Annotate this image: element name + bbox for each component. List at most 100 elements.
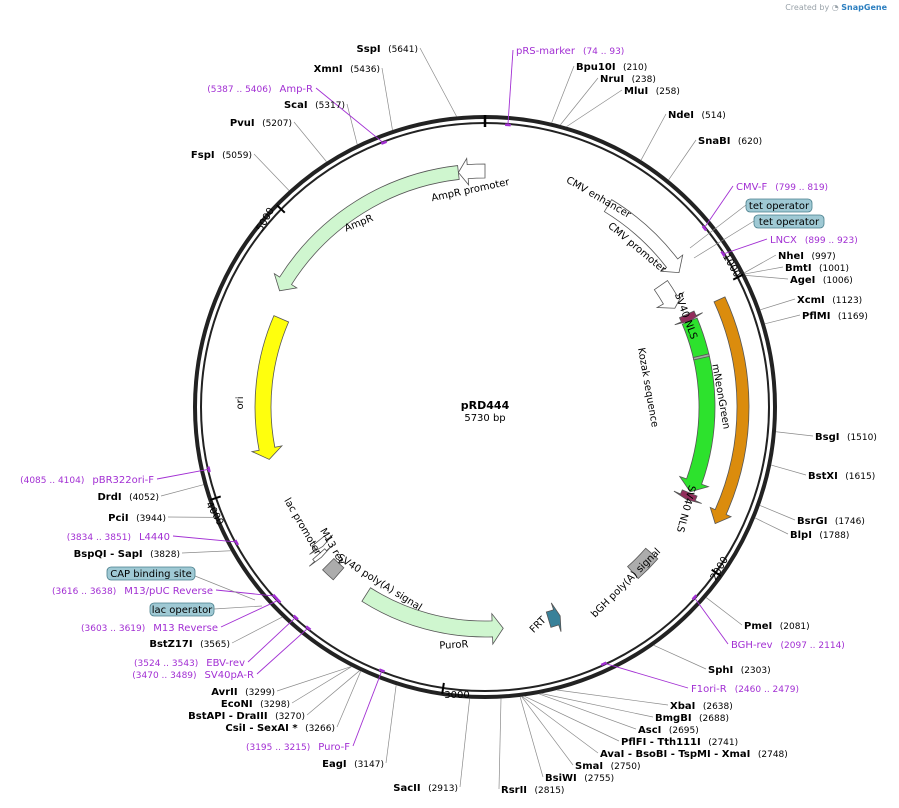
- enzyme-label-bspqi-sapi[interactable]: BspQI - SapI (3828): [74, 549, 180, 560]
- site-box-tet-operator[interactable]: [753, 214, 825, 229]
- enzyme-leader: [276, 666, 352, 692]
- primer-label-m13-reverse[interactable]: (3603 .. 3619)M13 Reverse: [81, 623, 218, 634]
- feature-bgh-poly-a-signal[interactable]: [627, 547, 659, 580]
- feature-ampr-promoter[interactable]: [457, 157, 486, 187]
- primer-label-puro-f[interactable]: (3195 .. 3215)Puro-F: [246, 742, 350, 753]
- enzyme-label-pflfi-tth111i[interactable]: PflFI - Tth111I (2741): [621, 737, 738, 748]
- feature-frt[interactable]: [545, 602, 562, 632]
- enzyme-leader: [541, 693, 654, 718]
- enzyme-label-xbai[interactable]: XbaI (2638): [670, 701, 733, 712]
- enzyme-leader: [306, 670, 360, 716]
- enzyme-label-avai-bsobi-tspmi-xmai[interactable]: AvaI - BsoBI - TspMI - XmaI (2748): [600, 749, 788, 760]
- primer-label-f1ori-r[interactable]: F1ori-R(2460 .. 2479): [691, 684, 799, 695]
- feature-lncx[interactable]: [709, 296, 750, 525]
- enzyme-label-bstxi[interactable]: BstXI (1615): [808, 471, 875, 482]
- enzyme-label-agei[interactable]: AgeI (1006): [790, 275, 853, 286]
- enzyme-label-blpi[interactable]: BlpI (1788): [790, 530, 849, 541]
- feature-m13-rev[interactable]: [308, 545, 333, 567]
- enzyme-leader: [291, 666, 352, 704]
- enzyme-label-bstapi-draiii[interactable]: BstAPI - DraIII (3270): [188, 711, 305, 722]
- ruler-label: 3000: [444, 690, 469, 701]
- box-leader: [689, 204, 747, 249]
- feature-mneongreen[interactable]: [678, 317, 716, 493]
- enzyme-leader: [524, 695, 620, 742]
- enzyme-label-smai[interactable]: SmaI (2750): [575, 761, 641, 772]
- feature-label-frt: FRT: [528, 614, 549, 635]
- site-box-tet-operator[interactable]: [745, 198, 813, 213]
- enzyme-label-bpu10i[interactable]: Bpu10I (210): [576, 62, 647, 73]
- enzyme-label-mlui[interactable]: MluI (258): [624, 86, 680, 97]
- enzyme-label-bsgi[interactable]: BsgI (1510): [815, 432, 877, 443]
- site-box-cap-binding-site[interactable]: [106, 566, 196, 581]
- enzyme-leader: [744, 254, 777, 274]
- enzyme-label-nrui[interactable]: NruI (238): [600, 74, 656, 85]
- enzyme-label-xmni[interactable]: XmnI (5436): [314, 64, 380, 75]
- enzyme-label-bstz17i[interactable]: BstZ17I (3565): [149, 639, 230, 650]
- enzyme-label-bmgbi[interactable]: BmgBI (2688): [655, 713, 729, 724]
- feature-cmv-promoter[interactable]: [653, 280, 685, 309]
- primer-leader: [215, 589, 276, 597]
- enzyme-leader: [459, 698, 470, 788]
- primer-mark: [701, 225, 708, 232]
- primer-leader: [603, 662, 689, 689]
- feature-puror[interactable]: [361, 587, 504, 646]
- enzyme-label-sphi[interactable]: SphI (2303): [708, 665, 771, 676]
- primer-leader: [507, 49, 514, 126]
- enzyme-label-rsrii[interactable]: RsrII (2815): [501, 785, 564, 796]
- primer-mark: [234, 539, 240, 546]
- enzyme-label-sacii[interactable]: SacII (2913): [393, 783, 458, 794]
- feature-label-sv40-nls: SV40 NLS: [674, 484, 697, 534]
- primer-label-sv40pa-r[interactable]: (3470 .. 3489)SV40pA-R: [132, 670, 254, 681]
- primer-mark: [720, 250, 726, 257]
- enzyme-label-pcii[interactable]: PciI (3944): [108, 513, 166, 524]
- enzyme-label-asci[interactable]: AscI (2695): [638, 725, 699, 736]
- enzyme-leader: [759, 505, 796, 521]
- enzyme-label-avrii[interactable]: AvrII (3299): [211, 687, 275, 698]
- enzyme-label-pvui[interactable]: PvuI (5207): [230, 118, 292, 129]
- primer-label-l4440[interactable]: (3834 .. 3851)L4440: [67, 532, 170, 543]
- enzyme-label-sspi[interactable]: SspI (5641): [357, 44, 418, 55]
- enzyme-label-bsiwi[interactable]: BsiWI (2755): [545, 773, 614, 784]
- enzyme-label-pmei[interactable]: PmeI (2081): [744, 621, 810, 632]
- primer-leader: [352, 669, 383, 747]
- site-label-cap-binding-site: CAP binding site: [110, 569, 192, 580]
- enzyme-leader: [160, 484, 204, 497]
- leader-lines: [156, 47, 814, 790]
- enzyme-label-ndei[interactable]: NdeI (514): [668, 110, 726, 121]
- enzyme-label-econi[interactable]: EcoNI (3298): [221, 699, 290, 710]
- enzyme-label-csii-sexai[interactable]: CsiI - SexAI * (3266): [225, 723, 335, 734]
- enzyme-label-scai[interactable]: ScaI (5317): [284, 100, 345, 111]
- enzyme-label-nhei[interactable]: NheI (997): [778, 251, 836, 262]
- primer-label-m13-puc-reverse[interactable]: (3616 .. 3638)M13/pUC Reverse: [52, 586, 213, 597]
- enzyme-leader: [231, 616, 283, 644]
- feature-sv40-nls[interactable]: [673, 489, 702, 504]
- primer-label-lncx[interactable]: LNCX(899 .. 923): [770, 235, 858, 246]
- feature-sv40-nls[interactable]: [674, 310, 703, 326]
- primer-label-ebv-rev[interactable]: (3524 .. 3543)EBV-rev: [134, 658, 245, 669]
- enzyme-label-bsrgi[interactable]: BsrGI (1746): [797, 516, 865, 527]
- site-box-lac-operator[interactable]: [149, 602, 215, 617]
- primer-label-amp-r[interactable]: (5387 .. 5406)Amp-R: [207, 84, 313, 95]
- feature-cmv-enhancer[interactable]: [603, 199, 684, 274]
- primer-label-cmv-f[interactable]: CMV-F(799 .. 819): [736, 182, 828, 193]
- site-label-lac-operator: lac operator: [152, 605, 213, 616]
- feature-ampr[interactable]: [273, 165, 460, 292]
- primer-label-pbr322ori-f[interactable]: (4085 .. 4104)pBR322ori-F: [20, 475, 154, 486]
- primer-label-bgh-rev[interactable]: BGH-rev(2097 .. 2114): [731, 640, 845, 651]
- enzyme-label-xcmi[interactable]: XcmI (1123): [797, 295, 862, 306]
- primer-leader: [247, 616, 297, 663]
- site-label-tet-operator: tet operator: [759, 217, 820, 228]
- enzyme-label-snabi[interactable]: SnaBI (620): [698, 136, 762, 147]
- enzyme-label-drdi[interactable]: DrdI (4052): [97, 492, 159, 503]
- feature-sv40-poly-a-signal[interactable]: [322, 557, 345, 581]
- enzyme-label-fspi[interactable]: FspI (5059): [191, 150, 252, 161]
- enzyme-label-eagi[interactable]: EagI (3147): [322, 759, 384, 770]
- primer-label-prs-marker[interactable]: pRS-marker(74 .. 93): [516, 46, 624, 57]
- primer-leader: [721, 238, 768, 255]
- feature-lac-promoter[interactable]: [309, 534, 334, 555]
- enzyme-label-bmti[interactable]: BmtI (1001): [785, 263, 849, 274]
- enzyme-label-pflmi[interactable]: PflMI (1169): [802, 311, 868, 322]
- feature-ori[interactable]: [250, 315, 290, 460]
- feature-kozak-sequence[interactable]: [692, 353, 710, 361]
- box-leader: [213, 605, 263, 610]
